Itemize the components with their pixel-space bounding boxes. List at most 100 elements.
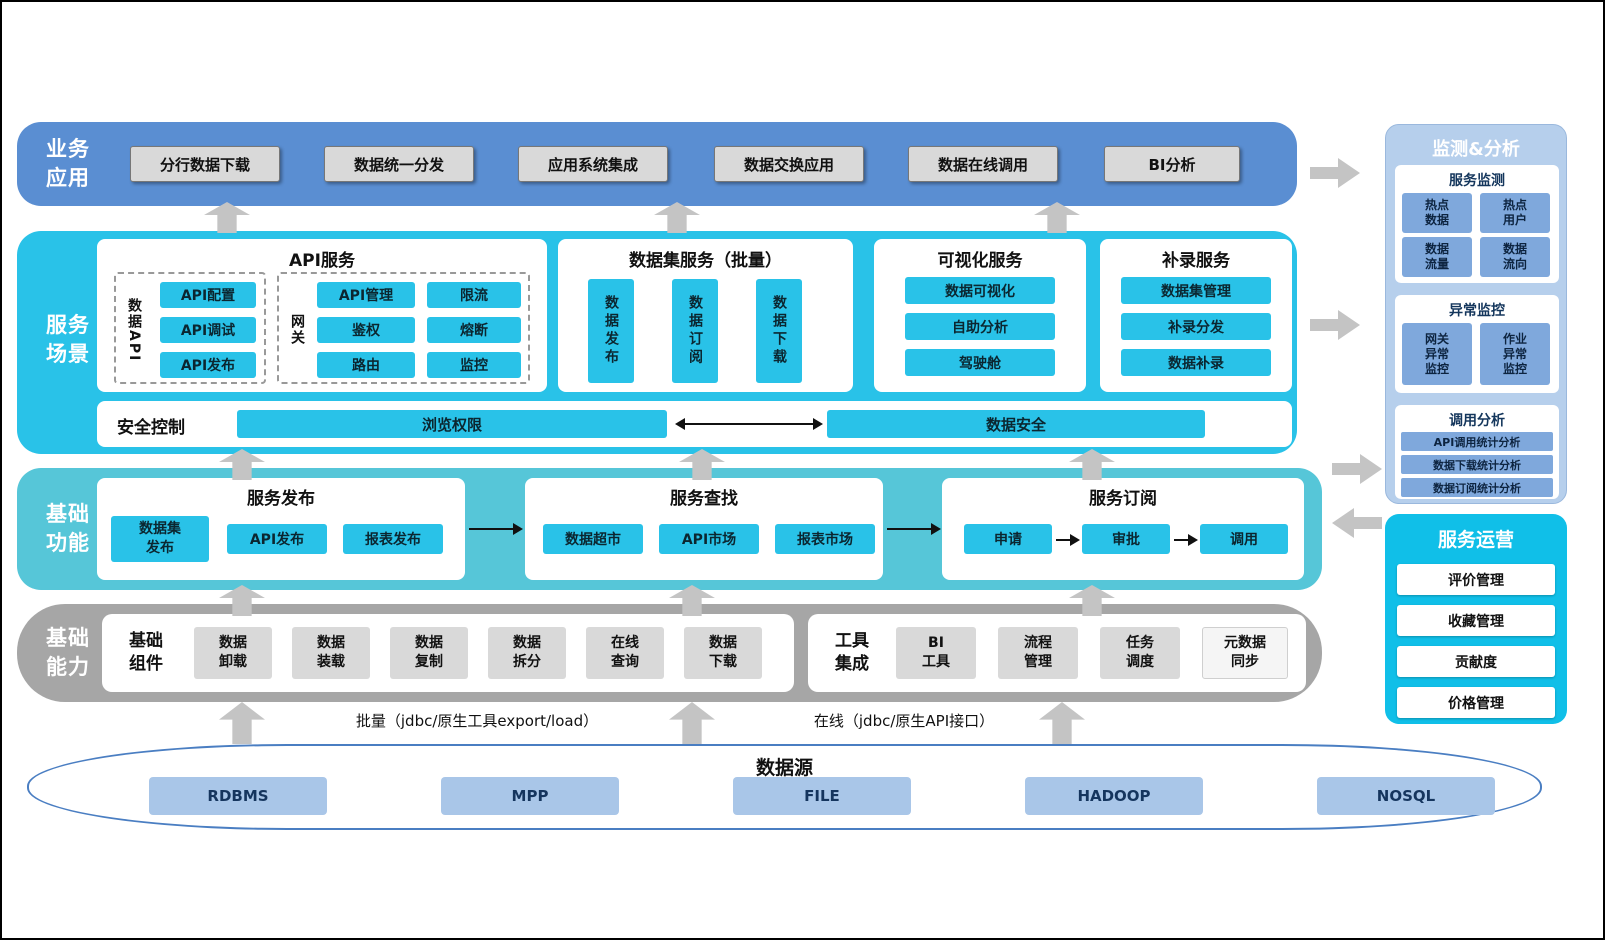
exception-monitoring-box: 异常监控 网关 异常 监控 作业 异常 监控: [1395, 295, 1559, 393]
service-subscribe-item: 审批: [1082, 524, 1170, 554]
layer-label-business: 业务 应用: [46, 137, 90, 190]
monitoring-analysis-panel: 监测&分析 服务监测 热点 数据 热点 用户 数据 流量 数据 流向 异常监控 …: [1385, 124, 1567, 504]
service-search-title: 服务查找: [670, 489, 738, 509]
basic-component-item: 在线 查询: [586, 627, 664, 679]
call-analysis-item: 数据订阅统计分析: [1401, 478, 1553, 497]
tool-integration-panel: 工具 集成 BI 工具 流程 管理 任务 调度 元数据 同步: [808, 614, 1306, 692]
basic-component-item: 数据 拆分: [488, 627, 566, 679]
datasource-title: 数据源: [755, 757, 813, 779]
business-app-item: 应用系统集成: [518, 146, 668, 182]
dataset-service-title: 数据集服务（批量）: [629, 251, 782, 271]
dataset-service-item: 数据订阅: [672, 279, 718, 383]
right-arrow: [1310, 158, 1360, 188]
layer-basic-capabilities: 基础 能力 基础 组件 数据 卸载 数据 装载 数据 复制 数据 拆分 在线 查…: [17, 604, 1322, 702]
visualization-service-title: 可视化服务: [937, 251, 1023, 271]
operation-item: 评价管理: [1397, 564, 1555, 595]
gateway-item: 鉴权: [317, 317, 415, 343]
operation-item: 收藏管理: [1397, 605, 1555, 636]
business-app-item: 分行数据下载: [130, 146, 280, 182]
tool-item: 任务 调度: [1100, 627, 1180, 679]
gateway-item: API管理: [317, 282, 415, 308]
datasource-item: MPP: [441, 777, 619, 815]
tool-item: 元数据 同步: [1202, 627, 1288, 679]
up-arrow: [1034, 202, 1080, 233]
basic-components-panel: 基础 组件 数据 卸载 数据 装载 数据 复制 数据 拆分 在线 查询 数据 下…: [102, 614, 794, 692]
business-app-item: 数据在线调用: [908, 146, 1058, 182]
call-analysis-box: 调用分析 API调用统计分析 数据下载统计分析 数据订阅统计分析: [1395, 405, 1559, 499]
datasource-cylinder: 数据源 RDBMS MPP FILE HADOOP NOSQL: [27, 744, 1542, 830]
up-arrow: [219, 702, 265, 744]
tool-integration-title: 工具 集成: [835, 631, 869, 674]
layer-business-apps: 业务 应用 分行数据下载 数据统一分发 应用系统集成 数据交换应用 数据在线调用…: [17, 122, 1297, 206]
basic-component-item: 数据 下载: [684, 627, 762, 679]
layer-label-scenarios: 服务 场景: [46, 313, 90, 366]
tool-item: 流程 管理: [998, 627, 1078, 679]
service-operation-title: 服务运营: [1437, 529, 1514, 551]
service-search-item: API市场: [659, 524, 759, 554]
call-analysis-item: API调用统计分析: [1401, 432, 1553, 451]
service-publish-item: 数据集 发布: [111, 516, 209, 562]
basic-component-item: 数据 卸载: [194, 627, 272, 679]
gateway-item: 监控: [427, 352, 521, 378]
service-subscribe-panel: 服务订阅 申请 审批 调用: [942, 478, 1304, 580]
up-arrow: [1039, 702, 1085, 744]
service-publish-item: 报表发布: [343, 524, 443, 554]
service-publish-title: 服务发布: [247, 489, 315, 509]
business-app-item: 数据交换应用: [714, 146, 864, 182]
service-search-item: 数据超市: [543, 524, 643, 554]
dataset-service-item: 数据发布: [588, 279, 634, 383]
tool-item: BI 工具: [896, 627, 976, 679]
service-publish-panel: 服务发布 数据集 发布 API发布 报表发布: [97, 478, 465, 580]
supplement-item: 补录分发: [1121, 313, 1271, 340]
basic-component-item: 数据 装载: [292, 627, 370, 679]
service-monitoring-title: 服务监测: [1449, 173, 1505, 189]
service-monitoring-item: 热点 数据: [1402, 193, 1472, 233]
operation-item: 贡献度: [1397, 646, 1555, 677]
flow-arrow: [469, 523, 523, 535]
datasource-item: NOSQL: [1317, 777, 1495, 815]
left-arrow: [1332, 508, 1382, 538]
api-service-item: API调试: [160, 317, 256, 343]
layer-label-functions: 基础 功能: [46, 502, 90, 555]
api-service-item: API发布: [160, 352, 256, 378]
basic-components-title: 基础 组件: [129, 631, 163, 674]
flow-arrow: [1174, 534, 1198, 546]
visualization-item: 数据可视化: [905, 277, 1055, 304]
gateway-item: 熔断: [427, 317, 521, 343]
supplement-service-panel: 补录服务 数据集管理 补录分发 数据补录: [1100, 239, 1292, 392]
api-service-item: API配置: [160, 282, 256, 308]
call-analysis-item: 数据下载统计分析: [1401, 455, 1553, 474]
browse-permission-box: 浏览权限: [237, 410, 667, 438]
layer-service-scenarios: 服务 场景 API服务 数据API API配置 API调试 API发布 网关 A…: [17, 231, 1297, 454]
service-search-panel: 服务查找 数据超市 API市场 报表市场: [525, 478, 883, 580]
service-monitoring-item: 数据 流量: [1402, 237, 1472, 277]
supplement-item: 数据补录: [1121, 349, 1271, 376]
business-app-item: 数据统一分发: [324, 146, 474, 182]
service-subscribe-item: 调用: [1200, 524, 1288, 554]
dataset-service-panel: 数据集服务（批量） 数据发布 数据订阅 数据下载: [558, 239, 853, 392]
visualization-item: 驾驶舱: [905, 349, 1055, 376]
service-subscribe-item: 申请: [964, 524, 1052, 554]
gateway-group: 网关 API管理 限流 鉴权 熔断 路由 监控: [277, 272, 530, 384]
layer-label-capabilities: 基础 能力: [46, 626, 90, 679]
right-arrow: [1332, 454, 1382, 484]
visualization-service-panel: 可视化服务 数据可视化 自助分析 驾驶舱: [874, 239, 1086, 392]
datasource-item: FILE: [733, 777, 911, 815]
service-monitoring-item: 热点 用户: [1480, 193, 1550, 233]
up-arrow: [204, 202, 250, 233]
basic-component-item: 数据 复制: [390, 627, 468, 679]
data-security-box: 数据安全: [827, 410, 1205, 438]
api-service-title: API服务: [289, 251, 355, 271]
service-search-item: 报表市场: [775, 524, 875, 554]
service-publish-item: API发布: [227, 524, 327, 554]
supplement-service-title: 补录服务: [1162, 251, 1230, 271]
exception-monitoring-item: 作业 异常 监控: [1480, 323, 1550, 385]
security-control-title: 安全控制: [117, 418, 185, 438]
exception-monitoring-title: 异常监控: [1449, 303, 1505, 319]
security-control-panel: 安全控制 浏览权限 数据安全: [97, 401, 1292, 447]
up-arrow: [669, 702, 715, 744]
gateway-item: 路由: [317, 352, 415, 378]
service-monitoring-item: 数据 流向: [1480, 237, 1550, 277]
batch-flow-label: 批量（jdbc/原生工具export/load）: [355, 712, 599, 730]
service-subscribe-title: 服务订阅: [1089, 489, 1157, 509]
